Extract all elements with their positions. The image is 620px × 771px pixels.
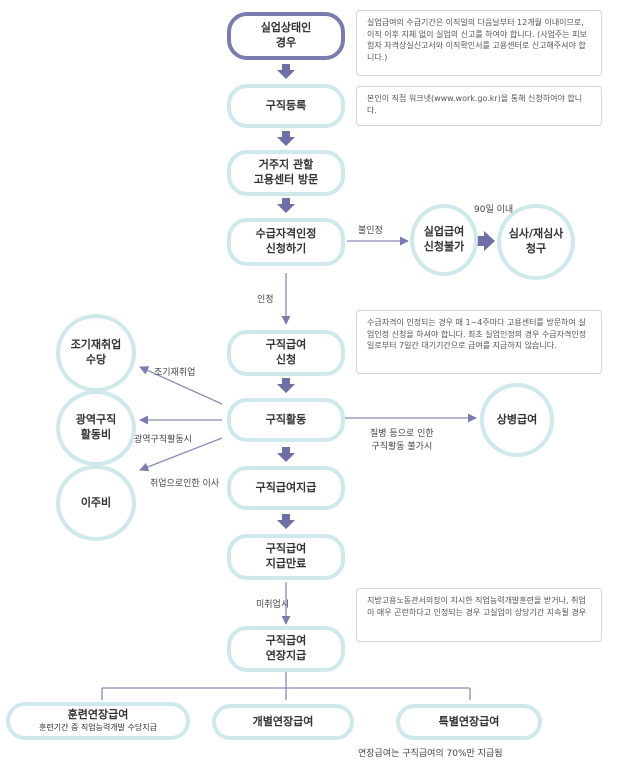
label-recognized: 인정 xyxy=(257,295,274,305)
arrow-relocation xyxy=(139,437,223,472)
arrow-5 xyxy=(277,447,295,462)
label-sickness: 질병 등으로 인한 구직활동 불가시 xyxy=(370,429,434,452)
node-wide-area: 광역구직 활동비 xyxy=(56,390,136,466)
arrow-6 xyxy=(277,514,295,529)
label-early-reemploy: 조기재취업 xyxy=(154,368,196,378)
node-payment-end: 구직급여 지급만료 xyxy=(227,534,345,580)
label-within-90: 90일 이내 xyxy=(474,205,514,215)
node-relocation: 이주비 xyxy=(56,465,136,541)
node-job-seeking: 구직활동 xyxy=(227,398,345,442)
node-training-ext: 훈련연장급여 훈련기간 중 직업능력개발 수당지급 xyxy=(6,702,190,740)
arrow-early-reemploy xyxy=(139,366,223,405)
node-payment: 구직급여지급 xyxy=(227,466,345,510)
label-not-employed: 미취업시 xyxy=(256,600,290,610)
node-early-reemploy: 조기재취업 수당 xyxy=(56,314,136,392)
node-visit-center: 거주지 관할 고용센터 방문 xyxy=(227,150,345,196)
node-special-ext: 특별연장급여 xyxy=(396,704,542,740)
note-benefit-period: 실업급여의 수급기간은 이직일의 다음날부터 12개월 이내이므로, 이직 이후… xyxy=(356,10,602,76)
arrow-3 xyxy=(277,198,295,213)
node-review: 심사/재심사 청구 xyxy=(497,204,575,280)
label-wide-area: 광역구직활동시 xyxy=(134,435,192,445)
label-not-recognized: 불인정 xyxy=(358,226,383,236)
arrow-4 xyxy=(277,378,295,393)
main-flow-arrows xyxy=(277,64,495,529)
node-apply-eligibility: 수급자격인정 신청하기 xyxy=(227,218,345,266)
node-apply-benefit: 구직급여 신청 xyxy=(227,330,345,376)
node-extension: 구직급여 연장지급 xyxy=(227,626,345,672)
footnote: 연장급여는 구직급여의 70%만 지급됨 xyxy=(358,749,503,759)
node-sickness: 상병급여 xyxy=(480,383,554,457)
label-relocation: 취업으로인한 이사 xyxy=(150,479,220,489)
node-unemployed: 실업상태인 경우 xyxy=(227,12,345,60)
arrow-2 xyxy=(277,131,295,146)
node-individual-ext: 개별연장급여 xyxy=(212,704,354,740)
arrow-1 xyxy=(277,64,295,79)
note-extension-conditions: 지방고용노동관서의장이 지시한 직업능력개발훈련을 받거나, 취업이 매우 곤란… xyxy=(356,588,602,642)
note-worknet: 본인이 직접 워크넷(www.work.go.kr)을 통해 신청하여야 합니다… xyxy=(356,86,602,126)
arrow-7 xyxy=(476,231,495,251)
node-job-register: 구직등록 xyxy=(227,84,345,128)
branch-lines xyxy=(101,666,471,700)
node-not-eligible: 실업급여 신청불가 xyxy=(410,204,478,276)
note-unemployment-recognition: 수급자격이 인정되는 경우 매 1~4주마다 고용센터를 방문하여 실업인정 신… xyxy=(356,310,602,374)
